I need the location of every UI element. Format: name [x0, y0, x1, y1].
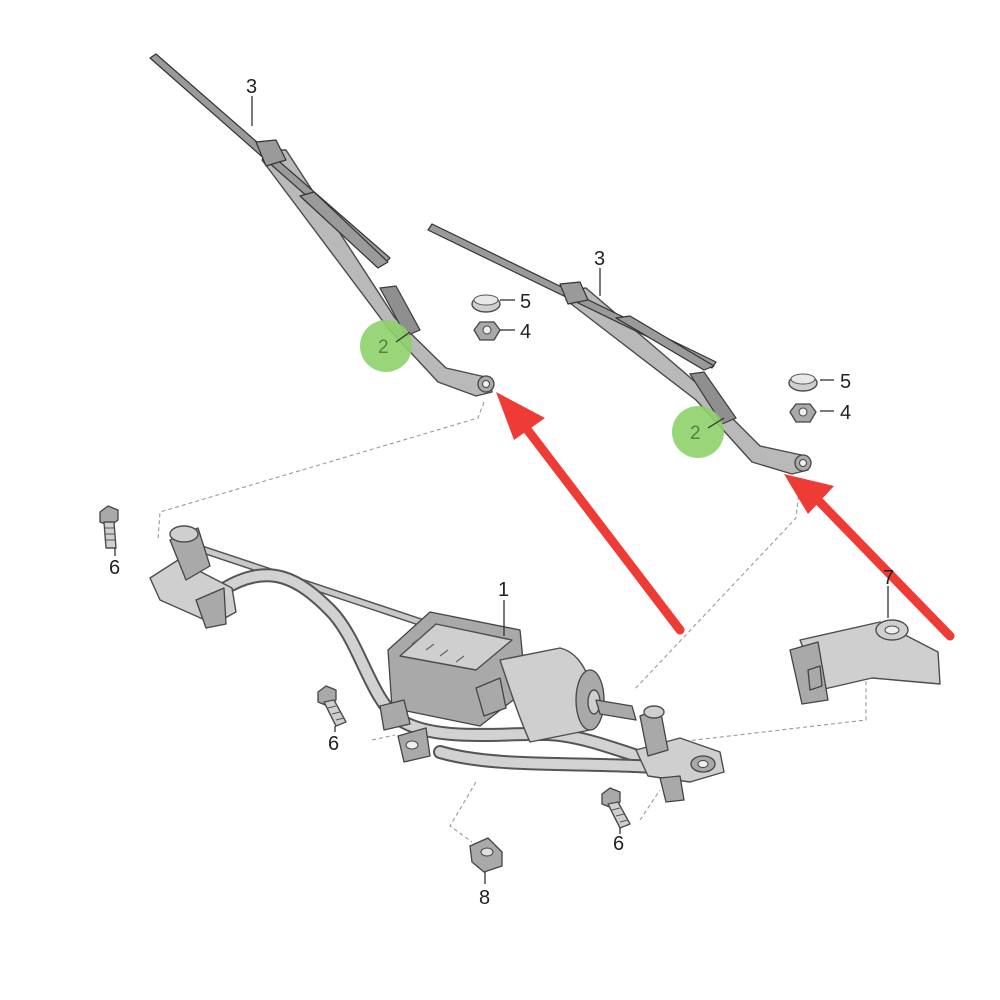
callout-8: 8 [479, 887, 490, 909]
callout-2-left: 2 [378, 337, 389, 358]
bracket [789, 619, 941, 705]
bolt-middle-left [317, 685, 347, 727]
wiper-motor [379, 611, 637, 763]
callout-4-right: 4 [840, 402, 851, 424]
wiper-blade-right [427, 223, 717, 371]
wiper-blade-left [149, 53, 391, 269]
highlight-right [672, 406, 724, 458]
assembly-guide-lines [157, 401, 867, 843]
bolt-bottom-right [601, 787, 631, 829]
wiper-arm-right [565, 287, 812, 475]
callout-6-middle: 6 [328, 733, 339, 755]
rubber-bushing [469, 837, 503, 873]
callout-6-top-left: 6 [109, 557, 120, 579]
nut-right [789, 403, 817, 423]
callout-5-left: 5 [520, 291, 531, 313]
bolt-top-left [99, 505, 119, 549]
callout-leaders [114, 96, 889, 884]
callout-3-right: 3 [594, 248, 605, 270]
red-arrow-left [496, 392, 685, 635]
cap-right [788, 373, 818, 392]
callout-3-left: 3 [246, 76, 257, 98]
callout-2-right: 2 [690, 423, 701, 444]
red-arrow-right [784, 474, 955, 641]
highlight-left [360, 320, 412, 372]
callout-5-right: 5 [840, 371, 851, 393]
callout-7: 7 [883, 567, 894, 589]
nut-left [473, 321, 501, 341]
callout-6-bottom: 6 [613, 833, 624, 855]
callout-4-left: 4 [520, 321, 531, 343]
callout-1: 1 [498, 579, 509, 601]
cap-left [471, 294, 501, 313]
